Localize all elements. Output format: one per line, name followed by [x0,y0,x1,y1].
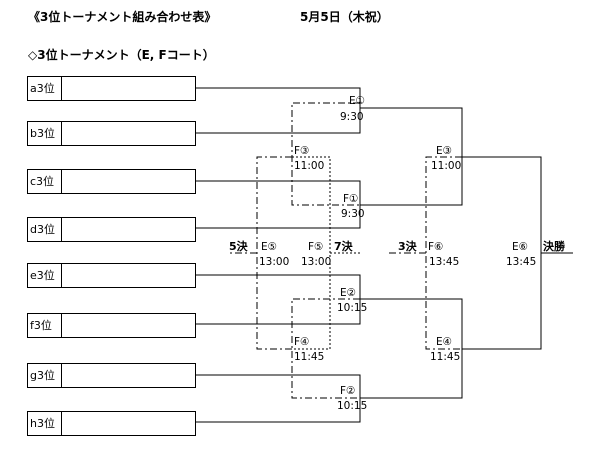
team-box-e: e3位 [27,263,196,288]
match-f6-court: F⑥ [428,241,443,253]
bracket-solid-lines [196,87,573,423]
match-e1-court: E① [349,95,365,107]
match-e4-time: 11:45 [430,351,460,363]
page-title: 《3位トーナメント組み合わせ表》 [28,10,217,24]
team-box-f: f3位 [27,313,196,338]
team-label: a3位 [28,77,62,100]
bracket-dotted-lines [292,156,360,350]
fifth-place-label: 5決 [229,239,249,253]
bracket-f4 [291,298,360,399]
final-label: 決勝 [543,239,566,253]
team-label: f3位 [28,314,62,337]
match-f5-court: F⑤ [308,241,323,253]
section-subtitle: ◇3位トーナメント（E, Fコート） [28,48,215,62]
event-date: 5月5日（木祝） [300,10,389,24]
team-box-d: d3位 [27,217,196,242]
team-box-g: g3位 [27,363,196,388]
match-e4-court: E④ [436,336,452,348]
team-label: b3位 [28,122,62,145]
team-box-c: c3位 [27,169,196,194]
match-f4-time: 11:45 [294,351,324,363]
team-label: d3位 [28,218,62,241]
match-e6-time: 13:45 [506,256,536,268]
match-e3-time: 11:00 [431,160,461,172]
bracket-f5 [292,156,331,350]
bracket-e5 [256,156,292,350]
third-place-label: 3決 [398,239,418,253]
match-f1-court: F① [343,193,358,205]
seventh-place-label: 7決 [334,239,354,253]
match-f2-court: F② [340,385,355,397]
match-e5-time: 13:00 [259,256,289,268]
match-f1-time: 9:30 [341,208,365,220]
bracket-dashed-lines [228,102,462,399]
match-f3-court: F③ [294,145,309,157]
team-label: e3位 [28,264,62,287]
team-label: h3位 [28,412,62,435]
match-f4-court: F④ [294,336,309,348]
bracket-e4 [360,298,463,399]
team-label: c3位 [28,170,62,193]
bracket-e6 [462,156,542,350]
match-f6-time: 13:45 [429,256,459,268]
match-e2-court: E② [340,287,356,299]
team-label: g3位 [28,364,62,387]
match-e3-court: E③ [436,145,452,157]
team-box-a: a3位 [27,76,196,101]
match-e1-time: 9:30 [340,111,364,123]
bracket-f6 [425,156,462,350]
match-f2-time: 10:15 [337,400,367,412]
match-e2-time: 10:15 [337,302,367,314]
team-box-h: h3位 [27,411,196,436]
bracket-e1 [196,87,361,134]
bracket-f3 [291,102,360,206]
match-f3-time: 11:00 [294,160,324,172]
match-e5-court: E⑤ [261,241,277,253]
match-e6-court: E⑥ [512,241,528,253]
bracket-e2 [196,274,361,325]
team-box-b: b3位 [27,121,196,146]
match-f5-time: 13:00 [301,256,331,268]
